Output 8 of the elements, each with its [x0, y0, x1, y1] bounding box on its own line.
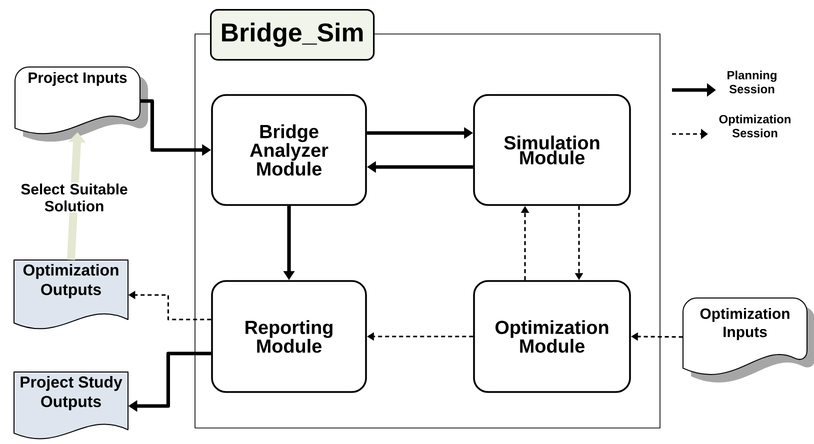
module-box: Reporting Module — [211, 280, 367, 393]
edge-label: Select Suitable Solution — [18, 182, 130, 212]
module-box: Simulation Module — [473, 94, 631, 206]
module-box: Optimization Module — [473, 280, 631, 393]
legend-text: Optimization Session — [719, 114, 790, 138]
module-box: Bridge Analyzer Module — [211, 94, 367, 206]
legend-text: Planning Session — [728, 70, 776, 94]
title-box: Bridge_Sim — [210, 9, 375, 61]
